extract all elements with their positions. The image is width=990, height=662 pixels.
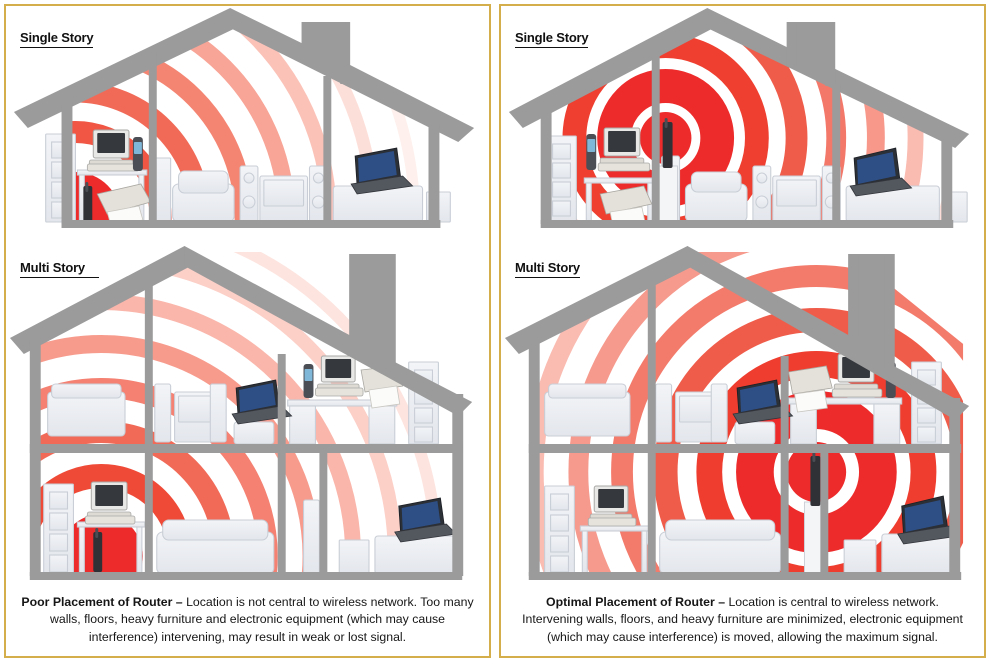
laptop-optimal-multi-lower xyxy=(897,495,961,545)
desktop-computer-optimal-multi xyxy=(831,353,883,398)
stereo-speaker-right xyxy=(710,383,728,443)
desktop-computer-optimal-multi-lower xyxy=(587,485,637,527)
bed xyxy=(47,391,126,437)
story-label-single-optimal: Single Story xyxy=(515,30,589,48)
desktop-computer-optimal-single xyxy=(597,127,651,172)
caption-poor-lead: Poor Placement of Router – xyxy=(21,594,183,609)
laptop-poor-multi-lower xyxy=(394,497,458,543)
story-label-multi-poor: Multi Story xyxy=(20,260,99,278)
armchair xyxy=(172,170,235,223)
house-structure-poor-single xyxy=(13,8,475,228)
scene-optimal-single-graphic xyxy=(501,6,984,244)
cordless-phone-optimal-single xyxy=(586,134,597,170)
scene-optimal-multi-graphic xyxy=(501,244,984,586)
stereo-speaker-left xyxy=(655,383,673,443)
scene-poor-multi-graphic xyxy=(6,244,489,586)
poor-single-svg xyxy=(13,8,475,228)
stereo-speaker-right xyxy=(209,383,227,443)
caption-poor-text: Location is not central to wireless netw… xyxy=(49,594,474,644)
furniture-optimal-multi-lower xyxy=(544,485,960,575)
caption-optimal-text: Location is central to wireless network.… xyxy=(522,594,963,644)
house-structure-optimal-single xyxy=(508,8,970,228)
panel-optimal-frame: Single Story xyxy=(499,4,986,658)
caption-optimal-lead: Optimal Placement of Router – xyxy=(546,594,726,609)
panel-poor-frame: Single Story xyxy=(4,4,491,658)
optimal-multi-svg xyxy=(504,246,970,580)
tv-stand xyxy=(752,165,841,223)
printer-optimal-multi xyxy=(788,365,833,413)
router-poor-single xyxy=(83,182,93,224)
cordless-phone-poor-single xyxy=(132,137,143,171)
cordless-phone-poor-multi xyxy=(303,364,314,398)
bench xyxy=(374,535,455,575)
bed xyxy=(544,391,631,437)
scene-optimal-multi-story: Multi Story xyxy=(501,244,984,586)
stereo-speaker-left xyxy=(154,383,172,443)
optimal-single-svg xyxy=(508,8,970,228)
laptop-optimal-multi-upper xyxy=(732,379,794,425)
nightstand xyxy=(338,539,370,575)
panel-poor-placement: Single Story xyxy=(4,4,491,658)
house-structure-optimal-multi xyxy=(504,246,970,580)
laptop-poor-single xyxy=(350,147,414,195)
desktop-computer-poor-multi-lower xyxy=(84,481,136,525)
scene-poor-single-story: Single Story xyxy=(6,6,489,244)
story-label-multi-optimal: Multi Story xyxy=(515,260,580,278)
house-structure-poor-multi xyxy=(9,246,473,580)
panel-optimal-placement: Single Story xyxy=(495,0,990,662)
sofa xyxy=(659,519,782,575)
chair xyxy=(233,421,275,445)
desktop-computer-poor-multi xyxy=(315,355,364,397)
poor-multi-svg xyxy=(9,246,473,580)
armchair xyxy=(684,171,748,223)
tv-stand xyxy=(239,165,328,223)
story-label-single-poor: Single Story xyxy=(20,30,94,48)
furniture-poor-multi-lower xyxy=(43,483,455,575)
scene-poor-single-graphic xyxy=(6,6,489,244)
laptop-poor-multi-upper xyxy=(231,379,293,425)
scene-poor-multi-story: Multi Story xyxy=(6,244,489,586)
caption-poor: Poor Placement of Router – Location is n… xyxy=(6,594,489,647)
desktop-computer-poor-single xyxy=(86,129,140,172)
tower-speaker xyxy=(302,499,320,575)
laptop-optimal-single xyxy=(849,147,913,197)
router-poor-multi xyxy=(93,528,103,572)
scene-optimal-single-story: Single Story xyxy=(501,6,984,244)
caption-optimal: Optimal Placement of Router – Location i… xyxy=(501,594,984,647)
sofa xyxy=(156,519,275,575)
nightstand xyxy=(843,539,877,575)
chair xyxy=(734,421,776,445)
